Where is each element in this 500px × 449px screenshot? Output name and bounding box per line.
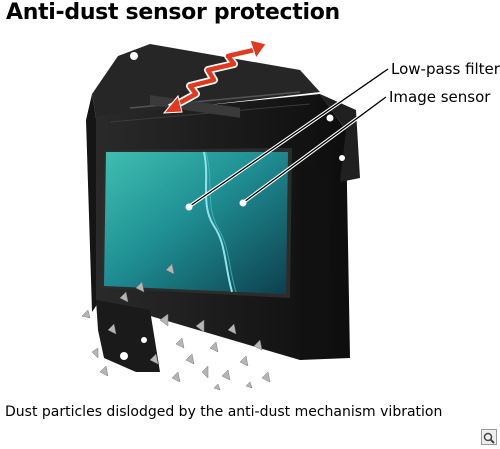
vibration-arrow-icon [162,39,267,114]
diagram-caption: Dust particles dislodged by the anti-dus… [5,404,443,420]
image-sensor-label: Image sensor [389,88,491,106]
page-title: Anti-dust sensor protection [6,0,340,25]
dust-particles [81,263,271,391]
magnifier-icon[interactable] [481,429,497,445]
image-sensor [100,148,292,298]
leader-lines [185,67,389,211]
low-pass-filter-label: Low-pass filter [391,60,500,78]
